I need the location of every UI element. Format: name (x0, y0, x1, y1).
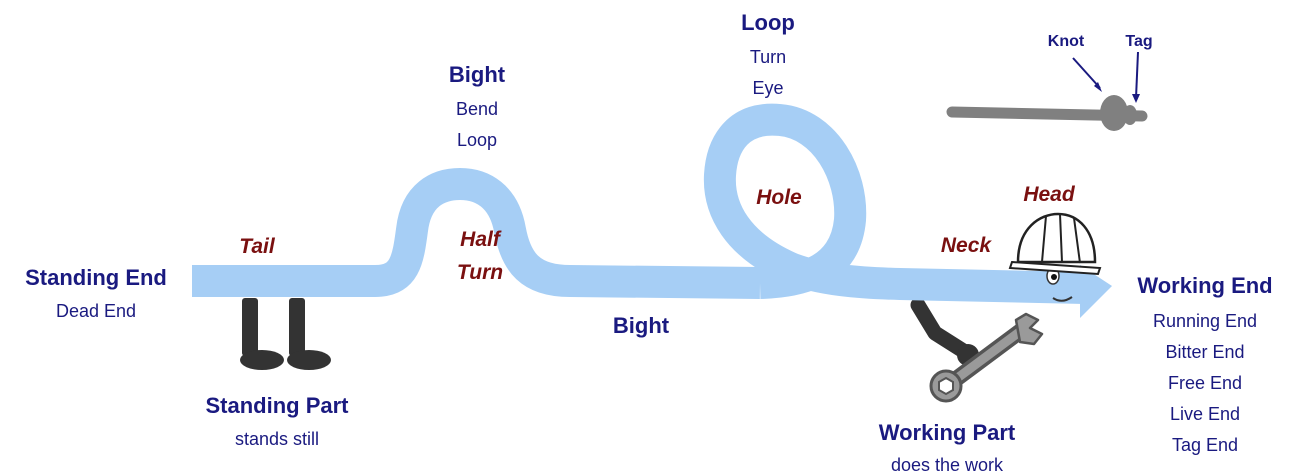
working-end-title: Working End (1137, 273, 1272, 298)
legs-icon (240, 298, 331, 370)
working-end-alias-5: Tag End (1172, 435, 1238, 455)
working-end-alias-4: Live End (1170, 404, 1240, 424)
half-turn-label-line2: Turn (457, 261, 503, 284)
tag-label: Tag (1125, 33, 1152, 50)
standing-part-subtitle: stands still (235, 429, 319, 449)
working-end-alias-3: Free End (1168, 373, 1242, 393)
standing-end-title: Standing End (25, 265, 167, 290)
bight-top-alias-2: Loop (457, 130, 497, 150)
knot-label: Knot (1048, 33, 1085, 50)
bight-top-alias-1: Bend (456, 99, 498, 119)
neck-label: Neck (941, 234, 993, 257)
hard-hat-icon (1008, 212, 1102, 276)
loop-alias-2: Eye (752, 78, 783, 98)
loop-title: Loop (741, 10, 795, 35)
knot-icon (946, 51, 1148, 131)
working-end-alias-2: Bitter End (1165, 342, 1244, 362)
standing-part-title: Standing Part (205, 393, 349, 418)
bight-top-title: Bight (449, 62, 506, 87)
working-end-alias-1: Running End (1153, 311, 1257, 331)
working-part-title: Working Part (879, 420, 1016, 445)
wrench-arm-icon (910, 297, 1044, 403)
half-turn-label-line1: Half (460, 228, 502, 251)
hole-label: Hole (756, 186, 802, 209)
rope-body (192, 103, 1112, 318)
head-label: Head (1023, 183, 1076, 206)
loop-alias-1: Turn (750, 47, 786, 67)
standing-end-alias: Dead End (56, 301, 136, 321)
bight-bottom-label: Bight (613, 313, 670, 338)
tail-label: Tail (239, 235, 276, 258)
working-part-subtitle: does the work (891, 455, 1004, 475)
